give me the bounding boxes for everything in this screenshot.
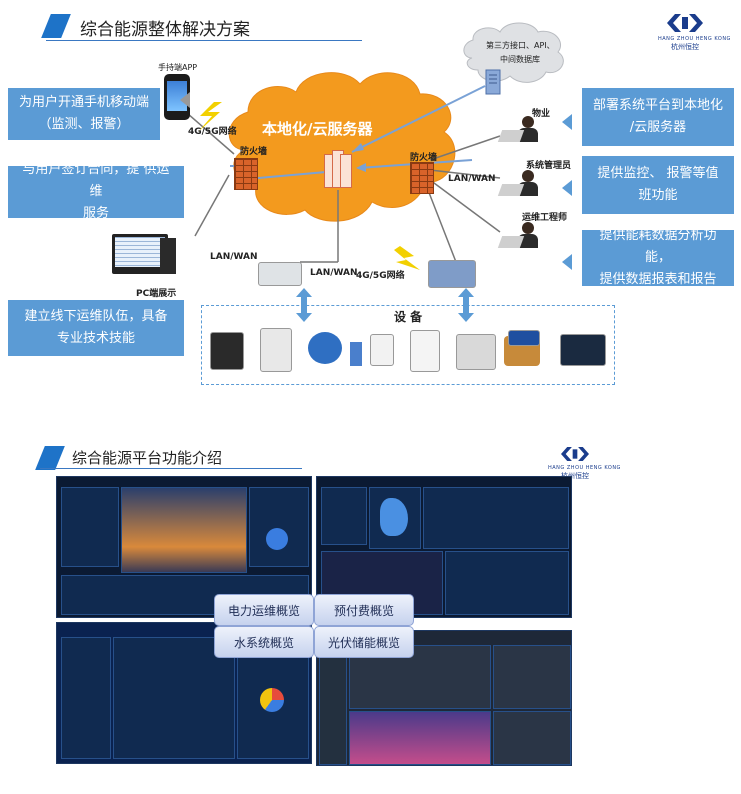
right-box-1-line2: /云服务器 (629, 120, 687, 135)
server-stack-icon (324, 150, 352, 188)
hk-logo-icon (561, 447, 589, 461)
left-box-1-line1: 为用户开通手机移动端 (18, 95, 149, 110)
device-arrows (296, 288, 474, 322)
company-logo: HANG ZHOU HENG KONG 杭州恒控 (658, 14, 731, 51)
pc-link-line (194, 174, 230, 237)
protection-relay-icon (260, 328, 292, 372)
firewall-right-icon (410, 162, 434, 194)
right-box-1-line1: 部署系统平台到本地化 (592, 98, 723, 113)
server-cloud (228, 72, 456, 222)
firewall-left-label: 防火墙 (240, 147, 268, 157)
devices-title: 设 备 (394, 310, 423, 324)
power-meter-icon (210, 332, 244, 370)
left-box-ops-team: 建立线下运维队伍，具备 专业技术技能 (8, 300, 184, 356)
net-4g5g-top-label: 4G/5G网络 (188, 127, 237, 137)
sensor-probe-icon (508, 330, 540, 346)
section-title-underline (46, 40, 362, 41)
arrow-right-box-3 (562, 254, 572, 270)
wireless-link-line (427, 189, 457, 263)
third-party-label-1: 第三方接口、API、 (486, 41, 555, 50)
left-box-3-line2: 专业技术技能 (56, 331, 135, 346)
right-box-monitor: 提供监控、 报警等值 班功能 (582, 156, 734, 214)
right-box-3-line1: 提供能耗数据分析功能， (599, 228, 717, 265)
section2-title: 综合能源平台功能介绍 (72, 449, 223, 467)
logo2-text-en: HANG ZHOU HENG KONG (548, 465, 621, 471)
cloud-label: 本地化/云服务器 (262, 120, 373, 138)
section-title: 综合能源整体解决方案 (80, 20, 250, 40)
net-4g5g-bottom-label: 4G/5G网络 (356, 271, 405, 281)
devices-frame (201, 305, 615, 385)
lightning-icon-top (198, 102, 222, 132)
arrow-right-box-1 (562, 114, 572, 130)
lan-wan-right-label: LAN/WAN (448, 174, 496, 184)
section2-title-bar (35, 446, 65, 470)
logo-text-cn: 杭州恒控 (671, 43, 699, 51)
power-ops-dashboard (56, 476, 312, 618)
left-box-2-line2: 服务 (82, 206, 109, 221)
device-row (210, 328, 610, 372)
firewall-left-icon (234, 158, 258, 190)
mobile-app-label: 手持端APP (158, 63, 198, 72)
left-box-contract: 与用户签订合同，提 供运维 服务 (8, 162, 184, 221)
property-person-icon (497, 116, 544, 146)
right-box-3-line2: 提供数据报表和报告 (599, 272, 717, 287)
logo2-text-cn: 杭州恒控 (561, 472, 589, 480)
ups-cabinet-icon (410, 330, 440, 372)
left-box-1-line2: （监测、报警） (38, 117, 130, 132)
display-controller-icon (560, 334, 606, 366)
right-box-2-line1: 提供监控、 报警等值 (597, 166, 719, 181)
hk-logo-icon (667, 14, 703, 32)
property-label: 物业 (532, 109, 551, 119)
ops-engineer-person-icon (497, 222, 544, 252)
water-meter-icon (308, 332, 342, 364)
lan-wan-left-label: LAN/WAN (210, 252, 258, 262)
sys-admin-person-icon (497, 170, 544, 200)
pc-tower-icon (160, 238, 176, 274)
lightning-icon-bottom (394, 246, 420, 270)
sys-admin-label: 系统管理员 (526, 161, 572, 171)
third-party-cloud (463, 22, 564, 95)
left-box-2-line1: 与用户签订合同，提 供运维 (22, 162, 170, 199)
company-logo-2: HANG ZHOU HENG KONG 杭州恒控 (548, 446, 621, 480)
api-link-line (351, 85, 486, 153)
right-box-2-line2: 班功能 (638, 188, 678, 203)
right-box-analysis: 提供能耗数据分析功能， 提供数据报表和报告 (582, 228, 734, 287)
arrow-right-box-2 (562, 180, 572, 196)
firewall-right-label: 防火墙 (410, 153, 438, 163)
arrow-left-box-1 (180, 92, 190, 108)
gas-meter-icon (456, 334, 496, 370)
pill-power-ops[interactable]: 电力运维概览 (214, 594, 314, 626)
pill-prepaid[interactable]: 预付费概览 (314, 594, 414, 626)
wireless-dtu-icon (428, 260, 476, 288)
right-box-deploy: 部署系统平台到本地化 /云服务器 (582, 88, 734, 146)
weather-sensor-icon (370, 334, 394, 366)
left-box-3-line1: 建立线下运维队伍，具备 (24, 309, 168, 324)
water-valve-icon (350, 342, 362, 366)
gateway-device-icon (258, 262, 302, 286)
topology-diagram (171, 22, 564, 270)
pill-pv-storage[interactable]: 光伏储能概览 (314, 626, 414, 658)
pill-water-system[interactable]: 水系统概览 (214, 626, 314, 658)
pc-display-label: PC端展示 (136, 289, 177, 299)
ops-engineer-label: 运维工程师 (522, 213, 568, 223)
third-party-label-2: 中间数据库 (500, 55, 540, 64)
lan-wan-gateway-label: LAN/WAN (310, 268, 358, 278)
pc-monitor-icon (112, 234, 168, 274)
left-box-mobile: 为用户开通手机移动端 （监测、报警） (8, 88, 160, 140)
section2-title-underline (40, 468, 302, 469)
logo-text-en: HANG ZHOU HENG KONG (658, 36, 731, 42)
prepaid-dashboard (316, 476, 572, 618)
